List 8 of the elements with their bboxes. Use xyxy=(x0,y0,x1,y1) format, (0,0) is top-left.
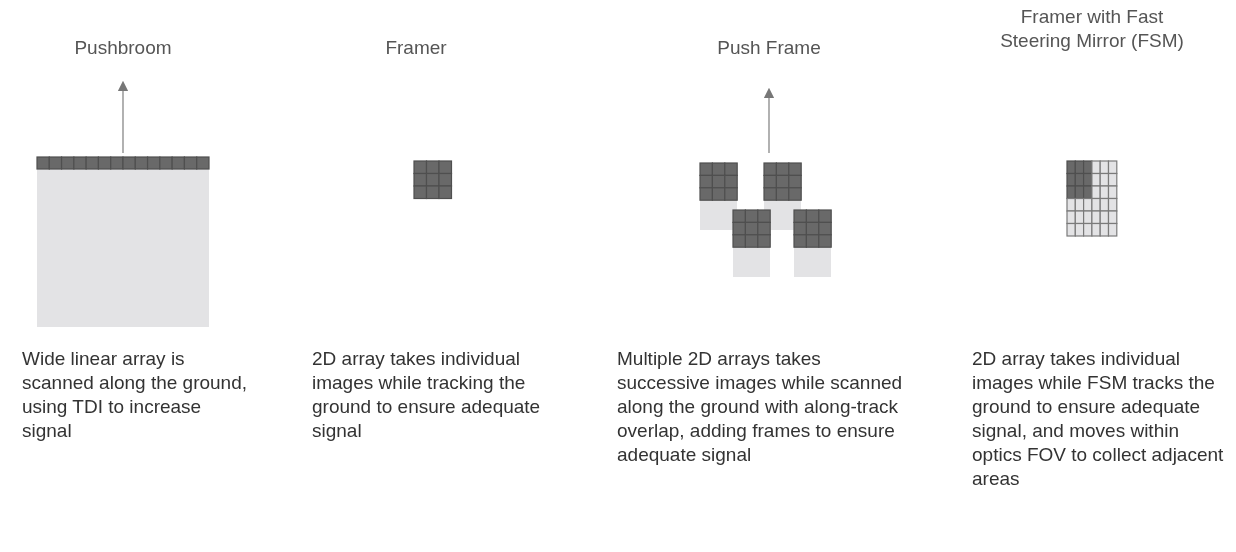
description-text: 2D array takes individual images while tracking the ground to ensure adequate signal xyxy=(312,347,542,443)
column-title: Framer with Fast Steering Mirror (FSM) xyxy=(999,5,1185,53)
description-text: Multiple 2D arrays takes successive images while scanned along the ground with along-track overlap, adding frames to ensure adequate signal xyxy=(617,347,904,467)
description-text: Wide linear array is scanned along the ground, using TDI to increase signal xyxy=(22,347,248,443)
description-text: 2D array takes individual images while FSM tracks the ground to ensure adequate signal, and moves within optics FOV to collect adjacent areas xyxy=(972,347,1225,491)
column-title: Push Frame xyxy=(716,36,822,60)
column-title: Framer xyxy=(384,36,448,60)
column-title: Pushbroom xyxy=(73,36,173,60)
